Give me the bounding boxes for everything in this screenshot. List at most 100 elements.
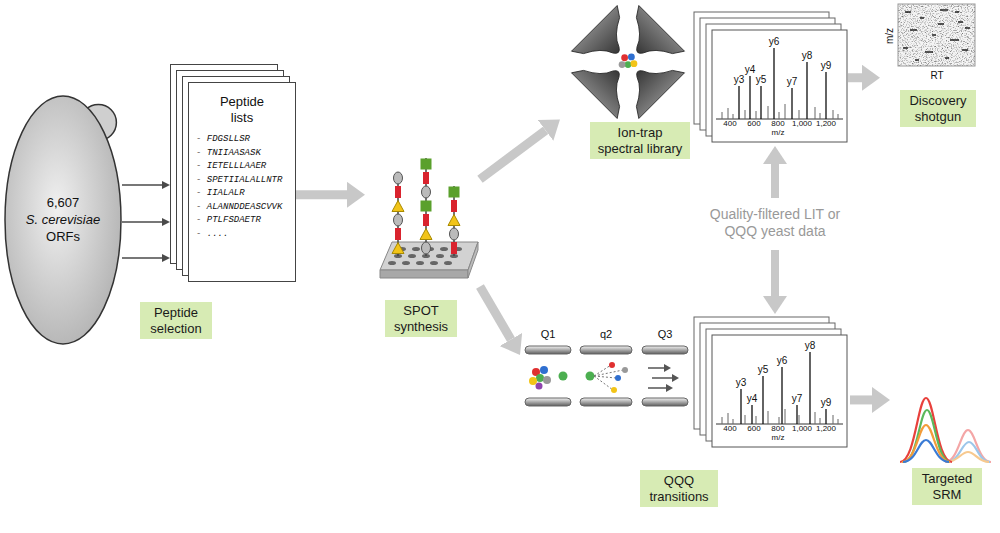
axis-tick-label: 1,200 (816, 424, 836, 433)
srm-chromatogram (902, 425, 950, 462)
fragment-ion-label: y7 (792, 393, 803, 404)
spectrum-peak (741, 352, 826, 424)
spot-plate (444, 261, 452, 265)
triple-quadrupole (594, 365, 623, 390)
triple-quadrupole (536, 374, 544, 382)
quadrupole-label: Q3 (658, 328, 673, 340)
axis-tick-label: 600 (747, 424, 760, 433)
triple-quadrupole (611, 387, 617, 393)
step-label-box: Ion-trap spectral library (590, 122, 690, 159)
flow-arrow (850, 395, 872, 404)
peptide-chain (392, 158, 460, 256)
workflow-step: Ion-trap spectral library (560, 8, 848, 163)
spot-plate (380, 242, 478, 278)
axis-tick-label: 800 (771, 119, 784, 128)
peptide-chain (451, 200, 457, 212)
workflow-step: Targeted SRM (890, 390, 996, 525)
fragment-ion-label: y5 (756, 74, 767, 85)
axis-title: m/z (772, 434, 785, 443)
spot-plate (402, 261, 410, 265)
peptide-sequence: - IETELLLAAER (196, 160, 288, 174)
flow-arrow (848, 73, 862, 82)
peptide-sequence: - FDGSLLSR (196, 133, 288, 147)
axis-tick-label: 1,000 (792, 424, 812, 433)
flow-arrow (480, 130, 546, 179)
triple-quadrupole (622, 367, 628, 373)
peptide-chain (394, 214, 403, 226)
ion-trap (572, 6, 642, 76)
spectrum-card-stack (739, 48, 826, 119)
fragment-ion-label: y3 (734, 74, 745, 85)
fragment-ion-label: y3 (736, 377, 747, 388)
peptide-sequence: - .... (196, 228, 288, 242)
workflow-step: QQQ transitions (520, 313, 850, 523)
triple-quadrupole (540, 366, 548, 374)
peptide-chain (392, 243, 404, 254)
data-source-note: Quality-filtered LIT or QQQ yeast data (705, 206, 845, 240)
triple-quadrupole (609, 362, 615, 368)
fragment-ion-label: y5 (758, 364, 769, 375)
step-label: Discovery shotgun (906, 93, 970, 124)
fragment-ion-label: y3 (736, 377, 747, 388)
fragment-ion-label: y4 (747, 393, 758, 404)
step-label-box: Discovery shotgun (900, 90, 976, 127)
ion-trap (615, 6, 685, 76)
workflow-step: SPOT synthesis (365, 150, 480, 345)
cell-text: 6,607S. cerevisiaeORFs (4, 195, 122, 246)
step-label-box: Targeted SRM (912, 468, 982, 505)
axis-tick-label: 600 (747, 120, 760, 129)
axis-tick-label: 1,200 (816, 119, 836, 128)
triple-quadrupole (580, 346, 632, 354)
step-label-box: QQQ transitions (640, 470, 718, 507)
step-label-box: Peptide selection (140, 302, 212, 339)
peptide-chain (423, 172, 429, 184)
srm-chromatogram (946, 452, 989, 462)
step-label: Peptide selection (146, 305, 206, 336)
axis-tick-label: 400 (723, 425, 736, 434)
triple-quadrupole (642, 398, 688, 406)
peptide-chain (420, 229, 432, 240)
spot-plate (380, 242, 478, 270)
spectrum-card-stack (712, 30, 847, 142)
axis-tick-label: 1,200 (816, 120, 836, 129)
ion-trap (572, 49, 642, 119)
axis-title: m/z (772, 128, 785, 137)
spot-plate (408, 254, 416, 258)
peptide-chain (421, 159, 432, 170)
triple-quadrupole (536, 383, 543, 390)
data-flow-arrow (771, 164, 779, 198)
peptide-chain (394, 172, 403, 184)
fragment-ion-label: y5 (756, 74, 767, 85)
flow-arrow (122, 221, 162, 223)
fragment-ion-label: y6 (769, 36, 780, 47)
yeast-cell: 6,607S. cerevisiaeORFs (4, 95, 122, 345)
peptide-sequence: - SPETIIALALLNTR (196, 174, 288, 188)
ion-trap (572, 6, 685, 119)
axis-tick-label: 600 (747, 425, 760, 434)
triple-quadrupole (666, 384, 673, 392)
axis-tick-label: 1,000 (792, 119, 812, 128)
spot-plate (430, 261, 438, 265)
quadrupole-label: Q3 (658, 328, 673, 340)
data-flow-arrow (763, 146, 787, 164)
peptide-chain (395, 186, 401, 198)
ion-trap (619, 61, 626, 68)
peptide-chain (392, 201, 404, 212)
triple-quadrupole (648, 368, 672, 388)
data-flow-arrow (763, 296, 787, 314)
quadrupole-label: Q1 (541, 328, 556, 340)
axis-tick-label: 800 (771, 120, 784, 129)
ion-trap (631, 60, 638, 67)
fragment-ion-label: y6 (777, 355, 788, 366)
ion-trap (621, 54, 628, 61)
fragment-ion-label: y7 (787, 76, 798, 87)
axis-title: m/z (772, 129, 785, 138)
spectrum-card-stack (712, 335, 847, 447)
triple-quadrupole (642, 346, 688, 354)
fragment-ion-label: y3 (734, 74, 745, 85)
lc-ms-map (898, 4, 975, 66)
triple-quadrupole (543, 376, 551, 384)
data-source-note: Quality-filtered LIT or QQQ yeast data (710, 206, 840, 239)
